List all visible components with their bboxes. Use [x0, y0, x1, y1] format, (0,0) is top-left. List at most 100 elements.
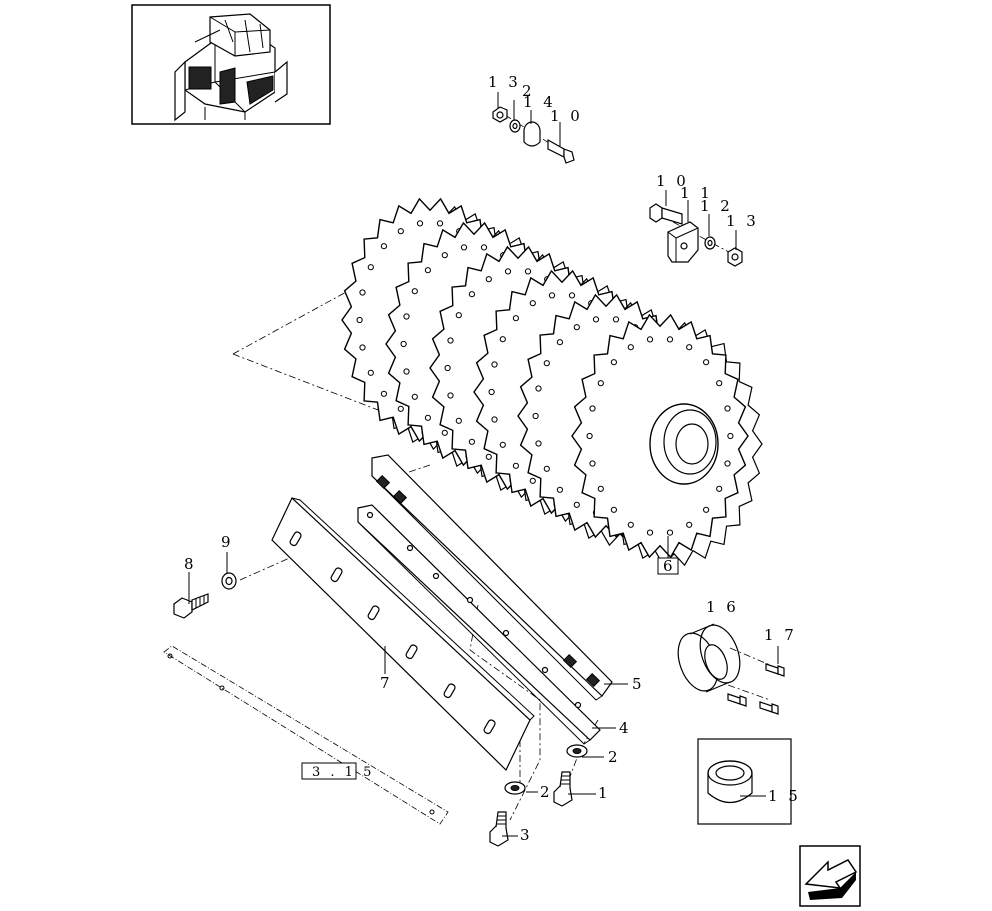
reference-3-15-box[interactable]	[301, 762, 357, 780]
callout-labels: 1 3 2 1 4 1 0 1 0 1 1 1 2 1 3 6 9 8 1 6 …	[184, 73, 798, 844]
sprocket-hole	[524, 268, 532, 275]
sprocket-hole	[568, 292, 576, 299]
sprocket-hole	[400, 340, 407, 348]
sprocket-hole	[491, 361, 498, 368]
callout-10-top: 1 0	[550, 107, 583, 125]
callout-11: 1 1	[680, 184, 713, 202]
sprocket-hole	[504, 268, 512, 275]
bolt-8[interactable]	[173, 593, 209, 619]
sprocket-hole	[485, 453, 492, 460]
sprocket-hole	[397, 228, 404, 235]
sprocket-hole	[356, 316, 363, 324]
sprocket-hole	[512, 462, 520, 469]
washer-9[interactable]	[221, 572, 237, 590]
sprocket-hole	[573, 501, 580, 508]
sprocket-hole	[597, 485, 604, 492]
sprocket-hole	[403, 313, 410, 320]
bolt-1[interactable]	[553, 771, 573, 807]
callout-8: 8	[184, 555, 197, 573]
callout-2-top: 2	[522, 82, 535, 100]
sprocket-hole	[556, 339, 564, 346]
sprocket-hole	[441, 429, 448, 436]
callout-13-top: 1 3	[488, 73, 521, 91]
sprocket-hole	[727, 432, 734, 440]
sprocket-hole	[532, 412, 539, 420]
sprocket-hole	[367, 369, 374, 376]
callout-7: 7	[380, 674, 393, 692]
sprocket-hole	[686, 521, 693, 528]
sprocket-assembly[interactable]	[341, 197, 763, 567]
sprocket-hole	[543, 360, 550, 367]
callout-13-bracket: 1 3	[726, 212, 759, 230]
sprocket-hole	[548, 292, 556, 299]
stripper-plate-4[interactable]	[357, 504, 601, 745]
sprocket-hole	[573, 324, 580, 331]
sprocket-hole	[416, 220, 424, 227]
knife-bar-7[interactable]	[271, 497, 535, 772]
stripper-plate-5[interactable]	[371, 454, 613, 701]
hub-16[interactable]	[671, 620, 747, 697]
washer-2-upper[interactable]	[566, 744, 588, 758]
sprocket-hole	[447, 392, 454, 399]
sprocket-hole	[627, 344, 634, 351]
callout-3: 3	[520, 826, 533, 844]
sprocket-hole	[397, 405, 404, 412]
sprocket-hole	[367, 264, 374, 271]
sprocket-hole	[612, 316, 620, 323]
bracket-fastener-group[interactable]	[649, 203, 743, 267]
sprocket-hole	[436, 220, 444, 227]
bushing-15-detail[interactable]	[697, 738, 792, 825]
machine-overview-thumbnail[interactable]	[131, 4, 331, 125]
sprocket-hole	[441, 252, 448, 259]
callout-10-bracket: 1 0	[656, 172, 689, 190]
sprocket-hole	[499, 441, 506, 448]
reference-bar-3-15[interactable]	[163, 645, 449, 825]
callout-1: 1	[598, 784, 611, 802]
sprocket-hole	[468, 438, 475, 445]
sprocket-hole	[488, 388, 495, 396]
sprocket-hole	[480, 244, 488, 251]
callout-2-right: 2	[608, 748, 621, 766]
reference-3-15-label: 3 . 1 5	[312, 765, 374, 780]
sprocket-hole	[535, 385, 542, 392]
sprocket-hole	[724, 405, 731, 412]
washer-2-lower[interactable]	[504, 781, 526, 795]
sprocket-hole	[499, 336, 506, 343]
sprocket-hole	[529, 477, 536, 484]
sprocket-hole	[359, 289, 366, 296]
sprocket-hole	[627, 521, 634, 528]
sprocket-hole	[447, 337, 454, 344]
sprocket-hole	[556, 486, 564, 493]
sprocket-hole	[460, 244, 468, 251]
leader-lines	[188, 92, 779, 837]
callout-16: 1 6	[706, 598, 739, 616]
sprocket-hole	[380, 243, 387, 250]
callout-4: 4	[619, 719, 632, 737]
sprocket-hole	[703, 506, 710, 513]
sprocket-hole	[444, 364, 451, 372]
sprocket-hole	[589, 460, 596, 467]
sprocket-hole	[359, 344, 366, 351]
upper-fastener-group[interactable]	[492, 106, 575, 164]
sprocket-hole	[666, 336, 674, 343]
callout-5: 5	[632, 675, 645, 693]
sprocket-hole	[491, 416, 498, 423]
sprocket-hole	[586, 432, 593, 440]
previous-page-arrow-icon[interactable]	[799, 845, 861, 907]
sprocket-hole	[455, 417, 462, 424]
sprocket-hole	[529, 300, 536, 307]
sprocket-hole	[543, 465, 550, 472]
sprocket-hole	[610, 359, 618, 366]
screw-17[interactable]	[727, 663, 785, 715]
sprocket-hole	[686, 344, 693, 351]
sprocket-hole	[380, 390, 387, 397]
sprocket-bore	[675, 423, 709, 465]
bolt-3[interactable]	[489, 811, 509, 847]
sprocket-hole	[485, 276, 492, 283]
sprocket-hole	[512, 315, 520, 322]
sprocket-hole	[424, 267, 431, 274]
sprocket-hole	[610, 506, 618, 513]
sprocket-hole	[455, 312, 462, 319]
sprocket-hole	[411, 393, 418, 400]
